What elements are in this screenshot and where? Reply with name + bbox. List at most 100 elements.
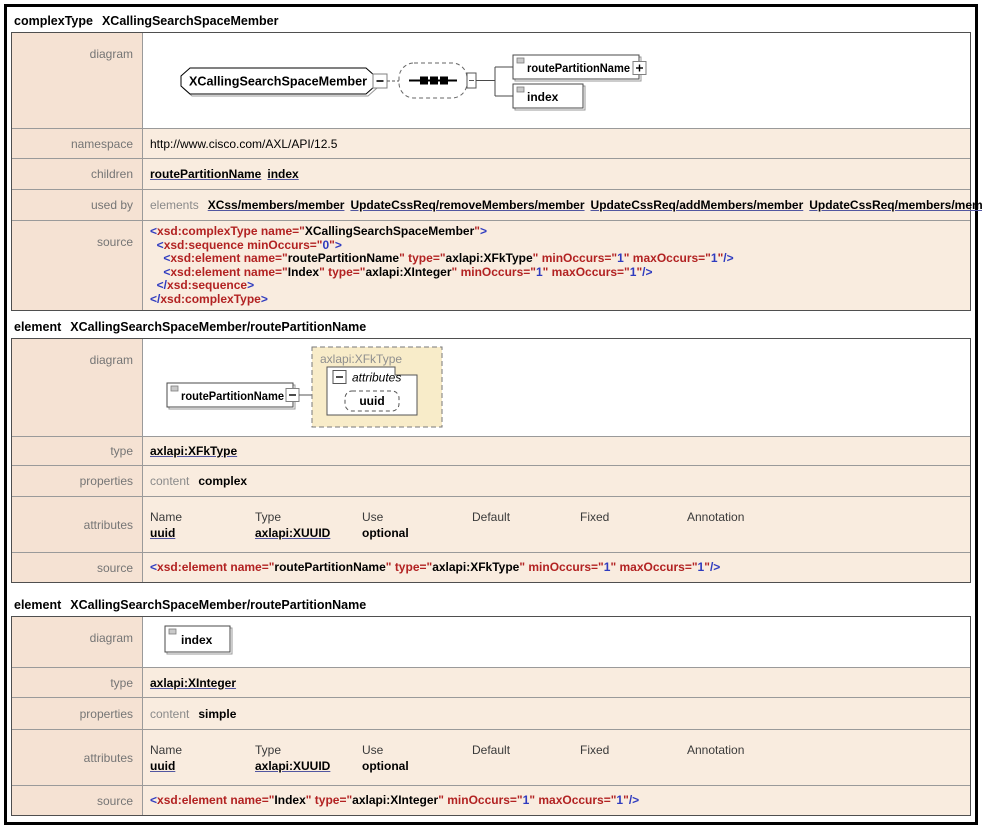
source-cell: <xsd:element name="routePartitionName" t… [142,553,970,582]
row-label-diagram: diagram [12,617,142,667]
attr-value-fixed [580,526,687,540]
diagram-element-box[interactable]: routePartitionName [166,382,296,410]
diagram-cell: routePartitionName axlapi:XFkType [142,339,970,436]
source-row: source <xsd:element name="Index" type="a… [12,785,970,815]
usedby-link-0[interactable]: XCss/members/member [207,198,345,212]
svg-text:uuid: uuid [359,394,384,408]
attributes-cell: Name Type Use Default Fixed Annotation u… [142,497,970,552]
uuid-attribute-box[interactable]: uuid [344,390,400,412]
section-heading-element-index: element XCallingSearchSpaceMember/routePa… [14,598,975,612]
diagram-cell: XCallingSearchSpaceMember [142,33,970,128]
root-element-box: XCallingSearchSpaceMember [180,67,378,97]
element-index-table: diagram index type axlapi:XInteger [11,616,971,816]
attr-value-use: optional [362,758,409,773]
row-label-source: source [12,786,142,815]
properties-content-label: content [150,474,190,488]
heading-kind: complexType [14,14,93,28]
attr-value-use: optional [362,525,409,540]
row-label-type: type [12,668,142,697]
usedby-link-2[interactable]: UpdateCssReq/addMembers/member [590,198,804,212]
type-cell: axlapi:XFkType [142,437,970,465]
heading-name: XCallingSearchSpaceMember [101,14,279,28]
usedby-cell: elements XCss/members/member UpdateCssRe… [142,190,982,220]
attr-value-uuid[interactable]: uuid [150,758,176,773]
attr-header-fixed: Fixed [580,742,610,757]
properties-row: properties content simple [12,697,970,729]
properties-content-label: content [150,706,190,721]
plus-icon[interactable] [632,61,647,75]
row-label-type: type [12,437,142,465]
diagram-element-box[interactable]: index [164,625,233,655]
attr-header-annotation: Annotation [687,742,745,757]
type-row: type axlapi:XInteger [12,667,970,697]
type-link[interactable]: axlapi:XFkType [150,444,238,458]
attr-value-uuid[interactable]: uuid [150,525,176,540]
children-link-index[interactable]: index [267,167,299,181]
properties-content-value: simple [198,706,237,721]
row-label-source: source [12,553,142,582]
svg-text:index: index [527,90,559,104]
attr-value-type[interactable]: axlapi:XUUID [255,525,331,540]
element-icon [516,86,525,93]
properties-content-value: complex [198,474,248,488]
row-label-attributes: attributes [12,730,142,785]
complextype-table: diagram XCallingSearchSpaceMember [11,32,982,311]
usedby-link-1[interactable]: UpdateCssReq/removeMembers/member [350,198,585,212]
attr-header-type: Type [255,509,282,524]
attr-header-name: Name [150,509,183,524]
source-code: <xsd:element name="Index" type="axlapi:X… [150,792,640,807]
diagram-row: diagram XCallingSearchSpaceMember [12,33,970,128]
source-code: <xsd:element name="routePartitionName" t… [150,559,721,574]
minus-handle-icon[interactable] [372,73,388,89]
row-label-source: source [12,221,142,310]
usedby-prefix: elements [150,198,199,212]
attr-header-default: Default [472,509,511,524]
properties-row: properties content complex [12,465,970,496]
element-routepartitionname-table: diagram routePartitionName [11,338,971,583]
element-icon [516,57,525,64]
source-row: source <xsd:complexType name="XCallingSe… [12,220,970,310]
children-link-routepartitionname[interactable]: routePartitionName [150,167,262,181]
source-code: <xsd:complexType name="XCallingSearchSpa… [150,224,734,306]
properties-cell: content simple [142,698,970,729]
attr-value-type[interactable]: axlapi:XUUID [255,758,331,773]
attr-header-fixed: Fixed [580,509,610,524]
minus-handle-icon[interactable] [332,370,347,384]
attributes-table: Name Type Use Default Fixed Annotation u… [150,510,963,540]
attr-value-fixed [580,759,687,773]
row-label-children: children [12,159,142,189]
diagram-cell: index [142,617,970,667]
diagram-child-index[interactable]: index [512,83,586,111]
attributes-cell: Name Type Use Default Fixed Annotation u… [142,730,970,785]
row-label-diagram: diagram [12,33,142,128]
heading-kind: element [14,598,62,612]
complextype-diagram: XCallingSearchSpaceMember [180,54,647,111]
type-container-label: axlapi:XFkType [320,352,402,366]
element-icon [168,628,177,635]
attributes-table: Name Type Use Default Fixed Annotation u… [150,743,963,773]
row-label-diagram: diagram [12,339,142,436]
row-label-properties: properties [12,698,142,729]
heading-name: XCallingSearchSpaceMember/routePartition… [70,598,367,612]
section-heading-complextype: complexType XCallingSearchSpaceMember [14,14,975,28]
attributes-row: attributes Name Type Use Default Fixed A… [12,729,970,785]
type-container: axlapi:XFkType attributes uuid [311,346,443,428]
attr-header-default: Default [472,742,511,757]
usedby-link-3[interactable]: UpdateCssReq/members/member [809,198,982,212]
type-link[interactable]: axlapi:XInteger [150,675,237,690]
source-cell: <xsd:element name="Index" type="axlapi:X… [142,786,970,815]
attr-header-annotation: Annotation [687,509,745,524]
diagram-child-routepartitionname[interactable]: routePartitionName [512,54,647,82]
attributes-row: attributes Name Type Use Default Fixed A… [12,496,970,552]
row-label-usedby: used by [12,190,142,220]
children-cell: routePartitionName index [142,159,970,189]
diagram-row: diagram index [12,617,970,667]
row-label-namespace: namespace [12,129,142,158]
minus-handle-icon[interactable] [285,388,300,402]
source-row: source <xsd:element name="routePartition… [12,552,970,582]
element-icon [170,385,179,392]
type-cell: axlapi:XInteger [142,668,970,697]
routepartitionname-diagram: routePartitionName axlapi:XFkType [166,346,443,428]
